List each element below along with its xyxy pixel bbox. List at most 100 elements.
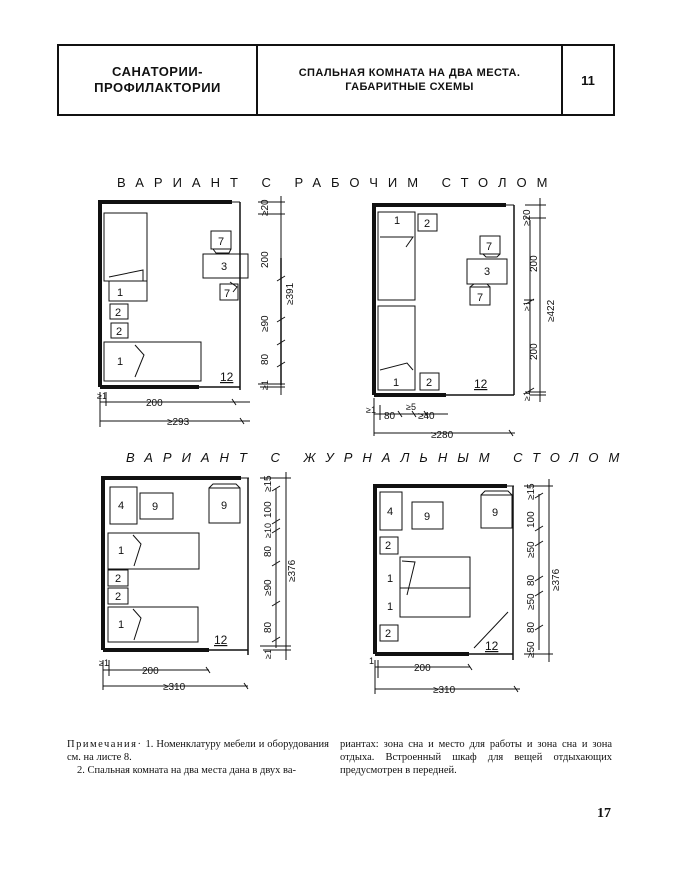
plan-c-item: 9 [152,501,158,513]
plan-d-dim: 200 [414,663,431,674]
plan-a-item: 3 [221,261,227,273]
variant-title-work-desk: ВАРИАНТ С РАБОЧИМ СТОЛОМ [117,175,558,190]
note-1: Примечания· 1. Номенклатуру мебели и обо… [67,738,329,764]
plan-c-item: 1 [118,545,124,557]
chair-7-top [210,230,232,250]
bed-bottom [107,606,199,643]
plan-d-dim: ≥50 [526,541,537,558]
plan-a-item: 2 [116,326,122,338]
plan-c-dim-total-right: ≥376 [287,559,298,582]
plan-b-item: 1 [394,215,400,227]
plan-b-dim: 200 [529,255,540,272]
plan-c-dim: ≥1 [263,649,273,659]
bed-top [107,532,200,570]
coffee-table-9 [411,501,444,530]
variant-title-coffee-table: ВАРИАНТ С ЖУРНАЛЬНЫМ СТОЛОМ [126,450,630,465]
plan-b-dim: ≥40 [418,411,435,422]
plan-d-item: 9 [492,507,498,519]
plan-c-item: 4 [118,500,124,512]
plan-a-dim: 80 [260,353,271,365]
title-block: САНАТОРИИ- ПРОФИЛАКТОРИИ СПАЛЬНАЯ КОМНАТ… [57,44,615,116]
chair-7-bottom [469,286,491,306]
chair-7-bottom [219,283,239,301]
plan-b-item: 1 [393,377,399,389]
plan-d-item: 1 [387,601,393,613]
plan-a-dim-total-bottom: ≥293 [167,417,190,428]
nightstand-1 [108,280,148,302]
notes-left-column: Примечания· 1. Номенклатуру мебели и обо… [67,738,329,777]
chair-7-top [479,235,501,255]
work-desk [202,253,249,279]
plan-b-item: 3 [484,266,490,278]
plan-a-dim: ≥20 [260,199,271,216]
plan-c-room-label: 12 [214,633,228,647]
plan-d-dim: 80 [526,574,537,586]
section-name-cell: САНАТОРИИ- ПРОФИЛАКТОРИИ [59,46,258,114]
plan-b-item: 7 [477,292,483,304]
plan-b-item: 2 [424,218,430,230]
nightstand-2b [107,587,129,605]
plan-c-dim: ≥15 [263,475,274,492]
plan-a-dim: ≥90 [260,315,271,332]
plan-d-item: 2 [385,540,391,552]
nightstand-2-bottom [419,372,440,391]
page-number: 17 [597,806,611,821]
plan-d-item: 4 [387,506,393,518]
plan-labels: 12 1 1 2 2 7 3 7 ≥20 200 ≥90 80 ≥1 ≥391 … [97,199,562,696]
section-name-line2: ПРОФИЛАКТОРИИ [94,80,221,95]
plan-a-item: 7 [218,236,224,248]
bed-bottom [377,305,416,391]
plan-b-dim: ≥5 [406,402,416,412]
sheet-title-cell: СПАЛЬНАЯ КОМНАТА НА ДВА МЕСТА. ГАБАРИТНЫ… [258,46,563,114]
plan-a-dim: 200 [146,398,163,409]
sheet-title-line1: СПАЛЬНАЯ КОМНАТА НА ДВА МЕСТА. [298,67,521,79]
plan-b-item: 2 [426,377,432,389]
nightstand-2-bottom [379,624,399,642]
plan-b-dim: ≥1 [522,391,532,401]
plan-b-room-label: 12 [474,377,488,391]
armchair-9 [208,487,241,524]
note-1-text: 1. Номенклатуру мебели и оборудования см… [67,739,329,763]
cabinet-4 [109,486,138,525]
armchair-9 [480,494,513,529]
plan-d-item: 2 [385,628,391,640]
plan-c-dim: 80 [263,621,274,633]
bed-top [377,211,416,301]
plan-b-dim: ≥1 [522,301,532,311]
bed-bottom [103,341,202,382]
plan-b-dim-total-right: ≥422 [546,299,557,322]
plan-a-item: 1 [117,356,123,368]
plan-d-dim-total-right: ≥376 [551,568,562,591]
plan-c-dim: ≥1 [99,658,109,668]
notes-label: Примечания· [67,739,143,750]
nightstand-2-top [417,213,438,232]
sheet-number: 11 [581,72,595,88]
nightstand-2a [107,569,129,587]
plan-d-item: 9 [424,511,430,523]
plan-b-dim: ≥20 [522,209,533,226]
plan-c-item: 2 [115,591,121,603]
plan-b-item: 7 [486,241,492,253]
note-2-continued: риантах: зона сна и место для работы и з… [340,739,612,776]
coffee-table-9 [139,492,174,520]
plan-d-dim: ≥50 [526,593,537,610]
plan-d-dim: 80 [526,621,537,633]
plan-c-dim: ≥10 [263,523,273,538]
plan-c [101,472,291,690]
plan-c-item: 9 [221,500,227,512]
cabinet-4 [379,491,403,531]
plan-b-dim: 80 [384,411,396,422]
plan-a-item: 1 [117,287,123,299]
plan-d [373,479,553,694]
plan-a-dim: ≥1 [97,391,107,401]
plan-c-dim-total-bottom: ≥310 [163,682,186,693]
plan-b [372,198,546,437]
plan-d-dim: ≥50 [526,641,537,658]
plan-d-room-label: 12 [485,639,499,653]
plan-c-dim: ≥90 [263,579,274,596]
plan-b-dim: 200 [529,343,540,360]
plan-a-dim: ≥1 [260,380,270,390]
plan-a-room-label: 12 [220,370,234,384]
plan-d-dim-total-bottom: ≥310 [433,685,456,696]
